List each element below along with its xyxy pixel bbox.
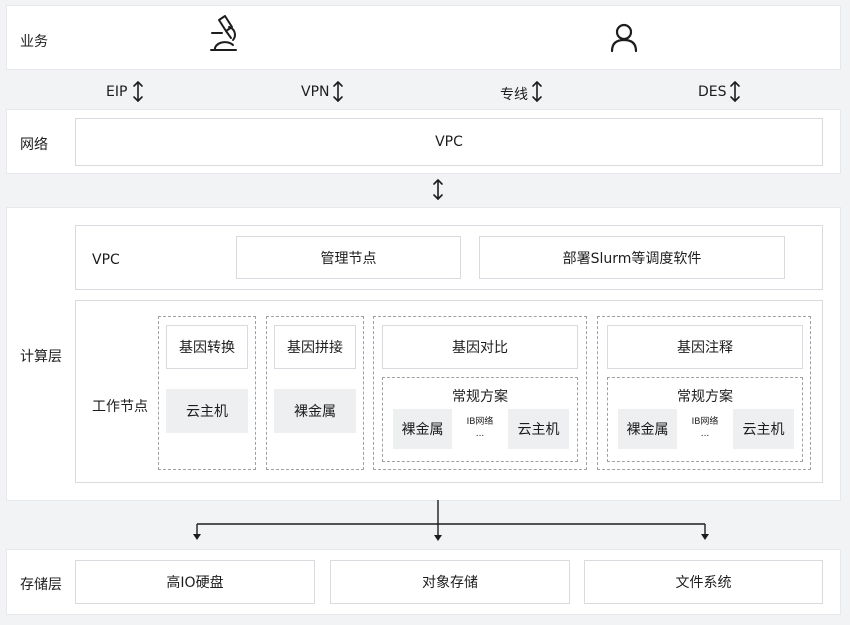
- compute-vpc-label: VPC: [92, 252, 120, 268]
- link-eip: EIP: [106, 84, 128, 100]
- gene-comparison-label: 基因对比: [452, 340, 508, 356]
- cloud-host-label: 云主机: [186, 404, 228, 420]
- bare-metal-label: 裸金属: [294, 404, 336, 420]
- down-arrow-icon: [193, 534, 201, 540]
- scheme-cloud-host-label: 云主机: [517, 422, 560, 438]
- bidirectional-arrow-icon: [433, 179, 443, 200]
- scheme-cloud-host-box: 云主机: [508, 409, 569, 449]
- compute-label: 计算层: [20, 349, 62, 365]
- scheme-cloud-host-label: 云主机: [742, 422, 785, 438]
- link-vpn: VPN: [301, 84, 330, 100]
- bidirectional-arrow-icon: [730, 81, 740, 102]
- down-arrow-icon: [434, 535, 442, 541]
- ib-network-dots: ...: [700, 429, 710, 439]
- network-vpc-label: VPC: [435, 134, 463, 150]
- scheduler-deploy-label: 部署Slurm等调度软件: [562, 250, 702, 267]
- gene-comparison-box: 基因对比: [382, 325, 578, 369]
- cloud-host-box: 云主机: [166, 389, 248, 433]
- bidirectional-arrow-icon: [532, 81, 542, 102]
- standard-scheme-frame: [382, 377, 578, 462]
- scheme-bare-metal-label: 裸金属: [401, 422, 444, 438]
- business-label: 业务: [20, 34, 48, 50]
- worker-group-gene-comparison: [373, 316, 587, 470]
- file-system-label: 文件系统: [675, 575, 732, 591]
- management-node-label: 管理节点: [320, 250, 377, 267]
- down-arrow-icon: [701, 534, 709, 540]
- gene-annotation-box: 基因注释: [607, 325, 803, 369]
- scheme-cloud-host-box: 云主机: [733, 409, 794, 449]
- high-io-disk-label: 高IO硬盘: [166, 575, 224, 591]
- high-io-disk-box: 高IO硬盘: [75, 560, 315, 604]
- ib-network-label: IB网络: [466, 417, 494, 427]
- management-node-box: 管理节点: [236, 236, 461, 279]
- gene-assembly-label: 基因拼接: [287, 340, 343, 356]
- business-panel: [7, 6, 840, 69]
- ib-network-label: IB网络: [691, 417, 719, 427]
- gene-conversion-label: 基因转换: [179, 340, 235, 356]
- worker-group-gene-assembly: [266, 316, 364, 470]
- worker-group-gene-annotation: [597, 316, 811, 470]
- gene-annotation-label: 基因注释: [677, 340, 733, 356]
- scheme-bare-metal-box: 裸金属: [393, 409, 452, 449]
- scheme-bare-metal-label: 裸金属: [626, 422, 669, 438]
- object-storage-label: 对象存储: [422, 575, 478, 591]
- scheduler-deploy-box: 部署Slurm等调度软件: [479, 236, 785, 279]
- bidirectional-arrow-icon: [333, 81, 343, 102]
- ib-network-dots: ...: [475, 429, 485, 439]
- storage-label: 存储层: [20, 577, 62, 593]
- standard-scheme-frame: [607, 377, 803, 462]
- scheme-bare-metal-box: 裸金属: [618, 409, 677, 449]
- bare-metal-box: 裸金属: [274, 389, 356, 433]
- bidirectional-arrow-icon: [133, 81, 143, 102]
- standard-scheme-label: 常规方案: [452, 389, 508, 405]
- worker-group-gene-conversion: [158, 316, 256, 470]
- gene-assembly-box: 基因拼接: [274, 325, 356, 369]
- object-storage-box: 对象存储: [330, 560, 570, 604]
- worker-node-label: 工作节点: [92, 399, 148, 415]
- link-des: DES: [698, 84, 727, 100]
- file-system-box: 文件系统: [584, 560, 823, 604]
- gene-conversion-box: 基因转换: [166, 325, 248, 369]
- network-vpc-box: VPC: [75, 118, 823, 166]
- standard-scheme-label: 常规方案: [677, 389, 733, 405]
- network-label: 网络: [20, 137, 48, 153]
- link-dedicated-line: 专线: [500, 87, 528, 103]
